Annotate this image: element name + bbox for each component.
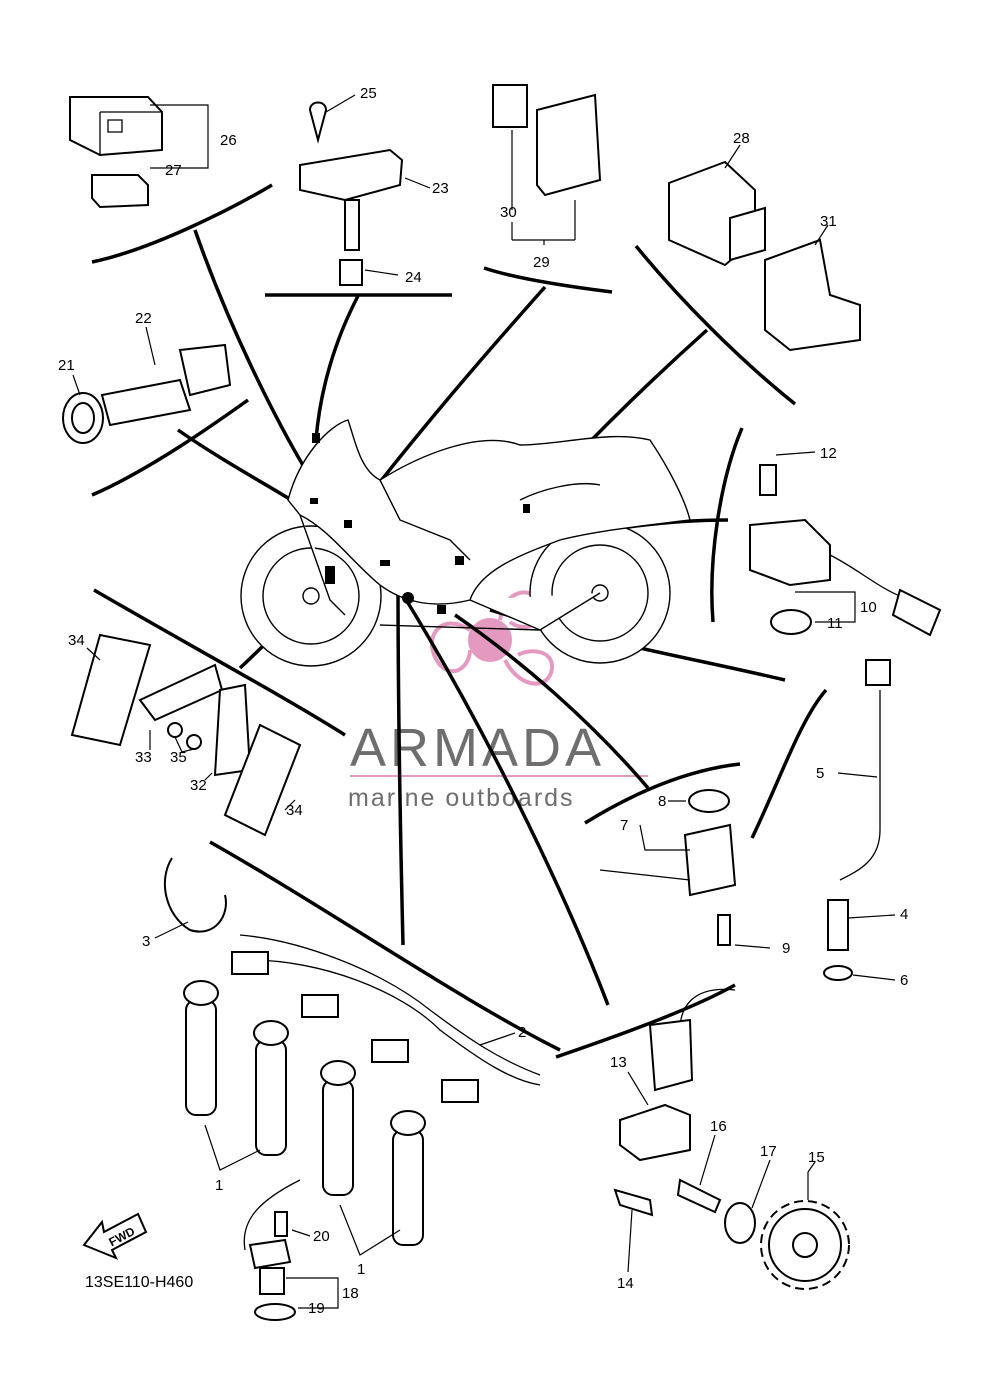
svg-text:4: 4 — [900, 906, 908, 923]
svg-text:20: 20 — [313, 1228, 330, 1245]
callout-5: 5 — [816, 765, 824, 782]
callout-13: 13 — [610, 1054, 627, 1071]
sensor-7 — [599, 789, 771, 949]
callout-31: 31 — [820, 213, 837, 230]
clamp-3 — [154, 857, 227, 939]
fwd-arrow-icon: FWD — [82, 1212, 148, 1260]
coupler-assembly-26 — [69, 96, 209, 209]
svg-text:1: 1 — [357, 1261, 365, 1278]
gear-15 — [760, 1161, 850, 1290]
svg-text:19: 19 — [308, 1300, 325, 1317]
svg-text:3: 3 — [142, 933, 150, 950]
zone-dividers — [91, 183, 828, 1059]
reflector-bracket-assembly — [70, 633, 302, 837]
svg-text:23: 23 — [432, 180, 449, 197]
svg-text:16: 16 — [710, 1118, 727, 1135]
callout-23: 23 — [432, 180, 449, 197]
callout-1a: 1 — [215, 1177, 223, 1194]
callout-6: 6 — [900, 972, 908, 989]
callout-29: 29 — [533, 254, 550, 271]
diagram-code: 13SE110-H460 — [85, 1274, 193, 1291]
svg-text:1: 1 — [215, 1177, 223, 1194]
svg-text:26: 26 — [220, 132, 237, 149]
svg-text:2: 2 — [518, 1024, 526, 1041]
callout-3: 3 — [142, 933, 150, 950]
svg-text:13: 13 — [610, 1054, 627, 1071]
svg-text:22: 22 — [135, 310, 152, 327]
svg-text:34: 34 — [68, 632, 85, 649]
callout-1b: 1 — [357, 1261, 365, 1278]
callout-35: 35 — [170, 749, 187, 766]
watermark-brand: ARMADA — [350, 718, 605, 778]
callout-32: 32 — [190, 777, 207, 794]
sensor-10 — [749, 451, 942, 637]
ignition-coils-1 — [183, 980, 426, 1256]
sensor-18 — [243, 1179, 339, 1321]
svg-text:8: 8 — [658, 793, 666, 810]
callout-8: 8 — [658, 793, 666, 810]
callout-28: 28 — [733, 130, 750, 147]
svg-text:6: 6 — [900, 972, 908, 989]
svg-text:14: 14 — [617, 1275, 634, 1292]
callout-19: 19 — [308, 1300, 325, 1317]
callout-21: 21 — [58, 357, 75, 374]
callout-27: 27 — [165, 162, 182, 179]
svg-text:24: 24 — [405, 269, 422, 286]
callout-9: 9 — [782, 940, 790, 957]
svg-text:33: 33 — [135, 749, 152, 766]
callout-15: 15 — [808, 1149, 825, 1166]
svg-text:25: 25 — [360, 85, 377, 102]
callout-7: 7 — [620, 817, 628, 834]
svg-text:12: 12 — [820, 445, 837, 462]
svg-text:30: 30 — [500, 204, 517, 221]
callout-17: 17 — [760, 1143, 777, 1160]
svg-text:35: 35 — [170, 749, 187, 766]
callout-14: 14 — [617, 1275, 634, 1292]
watermark-tagline: marine outboards — [348, 784, 575, 812]
callout-24: 24 — [405, 269, 422, 286]
svg-text:15: 15 — [808, 1149, 825, 1166]
wire-harness-2 — [231, 934, 541, 1103]
svg-text:5: 5 — [816, 765, 824, 782]
svg-text:27: 27 — [165, 162, 182, 179]
sensor-23 — [299, 94, 431, 286]
svg-text:28: 28 — [733, 130, 750, 147]
svg-text:31: 31 — [820, 213, 837, 230]
callout-30: 30 — [500, 204, 517, 221]
svg-text:10: 10 — [860, 599, 877, 616]
callout-4: 4 — [900, 906, 908, 923]
callout-33: 33 — [135, 749, 152, 766]
svg-text:17: 17 — [760, 1143, 777, 1160]
callout-22: 22 — [135, 310, 152, 327]
crank-sensor-13 — [613, 988, 771, 1273]
callout-20: 20 — [313, 1228, 330, 1245]
motorcycle-outline — [240, 419, 691, 667]
callout-12: 12 — [820, 445, 837, 462]
switch-5 — [823, 659, 896, 981]
svg-text:9: 9 — [782, 940, 790, 957]
svg-text:11: 11 — [827, 615, 843, 632]
svg-text:34: 34 — [286, 802, 303, 819]
svg-text:21: 21 — [58, 357, 75, 374]
callout-26: 26 — [220, 132, 237, 149]
ecu-28 — [668, 144, 861, 352]
svg-text:29: 29 — [533, 254, 550, 271]
relay-29 — [492, 84, 602, 245]
callout-18: 18 — [342, 1285, 359, 1302]
callout-25: 25 — [360, 85, 377, 102]
armada-watermark: ARMADA marine outboards — [348, 590, 648, 812]
callout-34a: 34 — [68, 632, 85, 649]
callout-11: 11 — [827, 615, 843, 632]
callout-16: 16 — [710, 1118, 727, 1135]
svg-text:7: 7 — [620, 817, 628, 834]
svg-text:32: 32 — [190, 777, 207, 794]
sensor-22 — [62, 326, 232, 444]
callout-34b: 34 — [286, 802, 303, 819]
svg-text:18: 18 — [342, 1285, 359, 1302]
callout-10: 10 — [860, 599, 877, 616]
callout-2: 2 — [518, 1024, 526, 1041]
